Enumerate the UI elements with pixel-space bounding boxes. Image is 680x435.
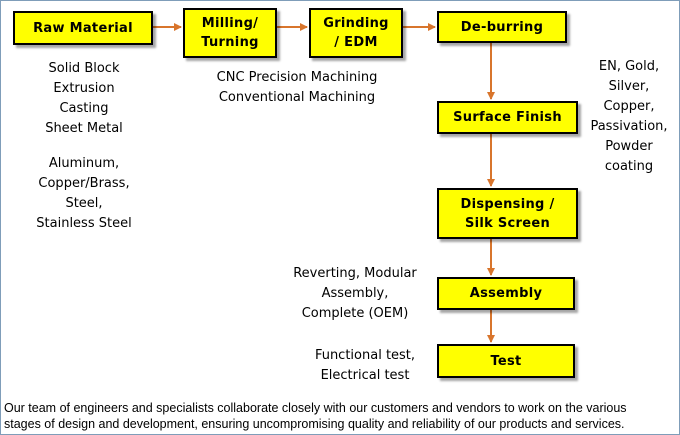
- assembly-types-note: Reverting, Modular Assembly, Complete (O…: [293, 266, 417, 321]
- milling-turning-label: Milling/ Turning: [201, 16, 259, 50]
- grinding-edm-label: Grinding / EDM: [323, 16, 389, 50]
- footer-description: Our team of engineers and specialists co…: [4, 401, 627, 431]
- raw-material-box: Raw Material: [13, 11, 153, 45]
- dispensing-silk-screen-label: Dispensing / Silk Screen: [460, 196, 555, 231]
- raw-material-label: Raw Material: [33, 20, 133, 36]
- dispensing-silk-screen-box: Dispensing / Silk Screen: [437, 188, 578, 239]
- test-label: Test: [490, 353, 522, 369]
- deburring-label: De-burring: [460, 19, 544, 35]
- surface-finish-options-note: EN, Gold, Silver, Copper, Passivation, P…: [590, 59, 668, 174]
- assembly-label: Assembly: [469, 286, 543, 301]
- surface-finish-box: Surface Finish: [437, 101, 578, 134]
- raw-material-metals-note: Aluminum, Copper/Brass, Steel, Stainless…: [36, 156, 132, 231]
- deburring-box: De-burring: [437, 11, 567, 43]
- test-types-note: Functional test, Electrical test: [314, 348, 416, 383]
- assembly-box: Assembly: [437, 277, 575, 310]
- raw-material-forms-note: Solid Block Extrusion Casting Sheet Meta…: [45, 61, 123, 136]
- grinding-edm-box: Grinding / EDM: [309, 8, 403, 58]
- surface-finish-label: Surface Finish: [453, 110, 562, 125]
- milling-turning-box: Milling/ Turning: [183, 8, 277, 58]
- machining-note: CNC Precision Machining Conventional Mac…: [216, 70, 378, 105]
- test-box: Test: [437, 344, 575, 378]
